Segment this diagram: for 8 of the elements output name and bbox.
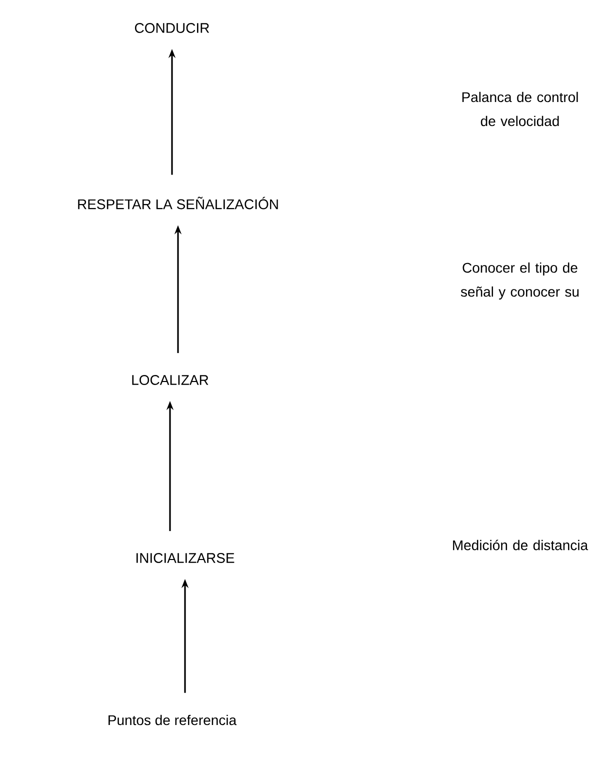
note-text: Conocer el tipo de señal y conocer su: [460, 262, 579, 300]
node-text: CONDUCIR: [134, 23, 210, 33]
node-text: RESPETAR LA SEÑALIZACIÓN: [78, 196, 278, 210]
node-text: INICIALIZARSE: [136, 553, 234, 563]
node-text: Puntos de referencia: [108, 714, 237, 726]
note-text: Medición de distancia: [453, 540, 588, 550]
note-text: Palanca de control de velocidad: [462, 92, 578, 126]
node-text: LOCALIZAR: [132, 375, 208, 385]
